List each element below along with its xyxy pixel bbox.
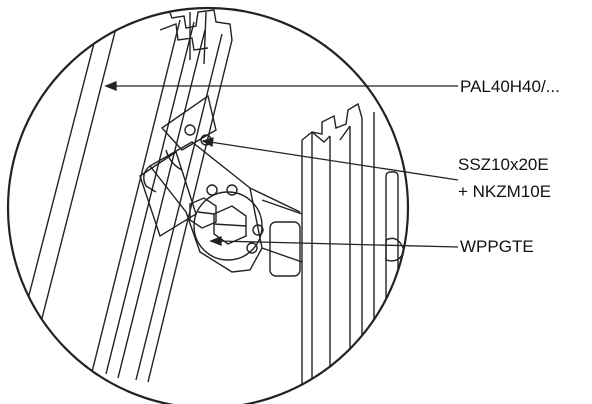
arrowhead-screw — [201, 137, 214, 148]
angle-bracket — [139, 94, 303, 277]
screw-and-nut — [189, 184, 264, 261]
detail-circle — [6, 6, 410, 404]
arrowhead-profile — [104, 81, 117, 91]
label-bracket: WPPGTE — [460, 237, 534, 256]
arrowhead-bracket — [209, 236, 222, 246]
leader-bracket — [217, 240, 459, 248]
leader-lines — [104, 81, 459, 248]
label-screw-line1: SSZ10x20E — [458, 155, 549, 174]
vertical-profile — [301, 102, 405, 404]
diagonal-profile — [19, 8, 233, 383]
detail-drawing — [19, 8, 405, 404]
leader-screw — [209, 141, 459, 181]
label-screw-line2: + NKZM10E — [458, 182, 551, 201]
label-profile: PAL40H40/... — [460, 77, 560, 96]
